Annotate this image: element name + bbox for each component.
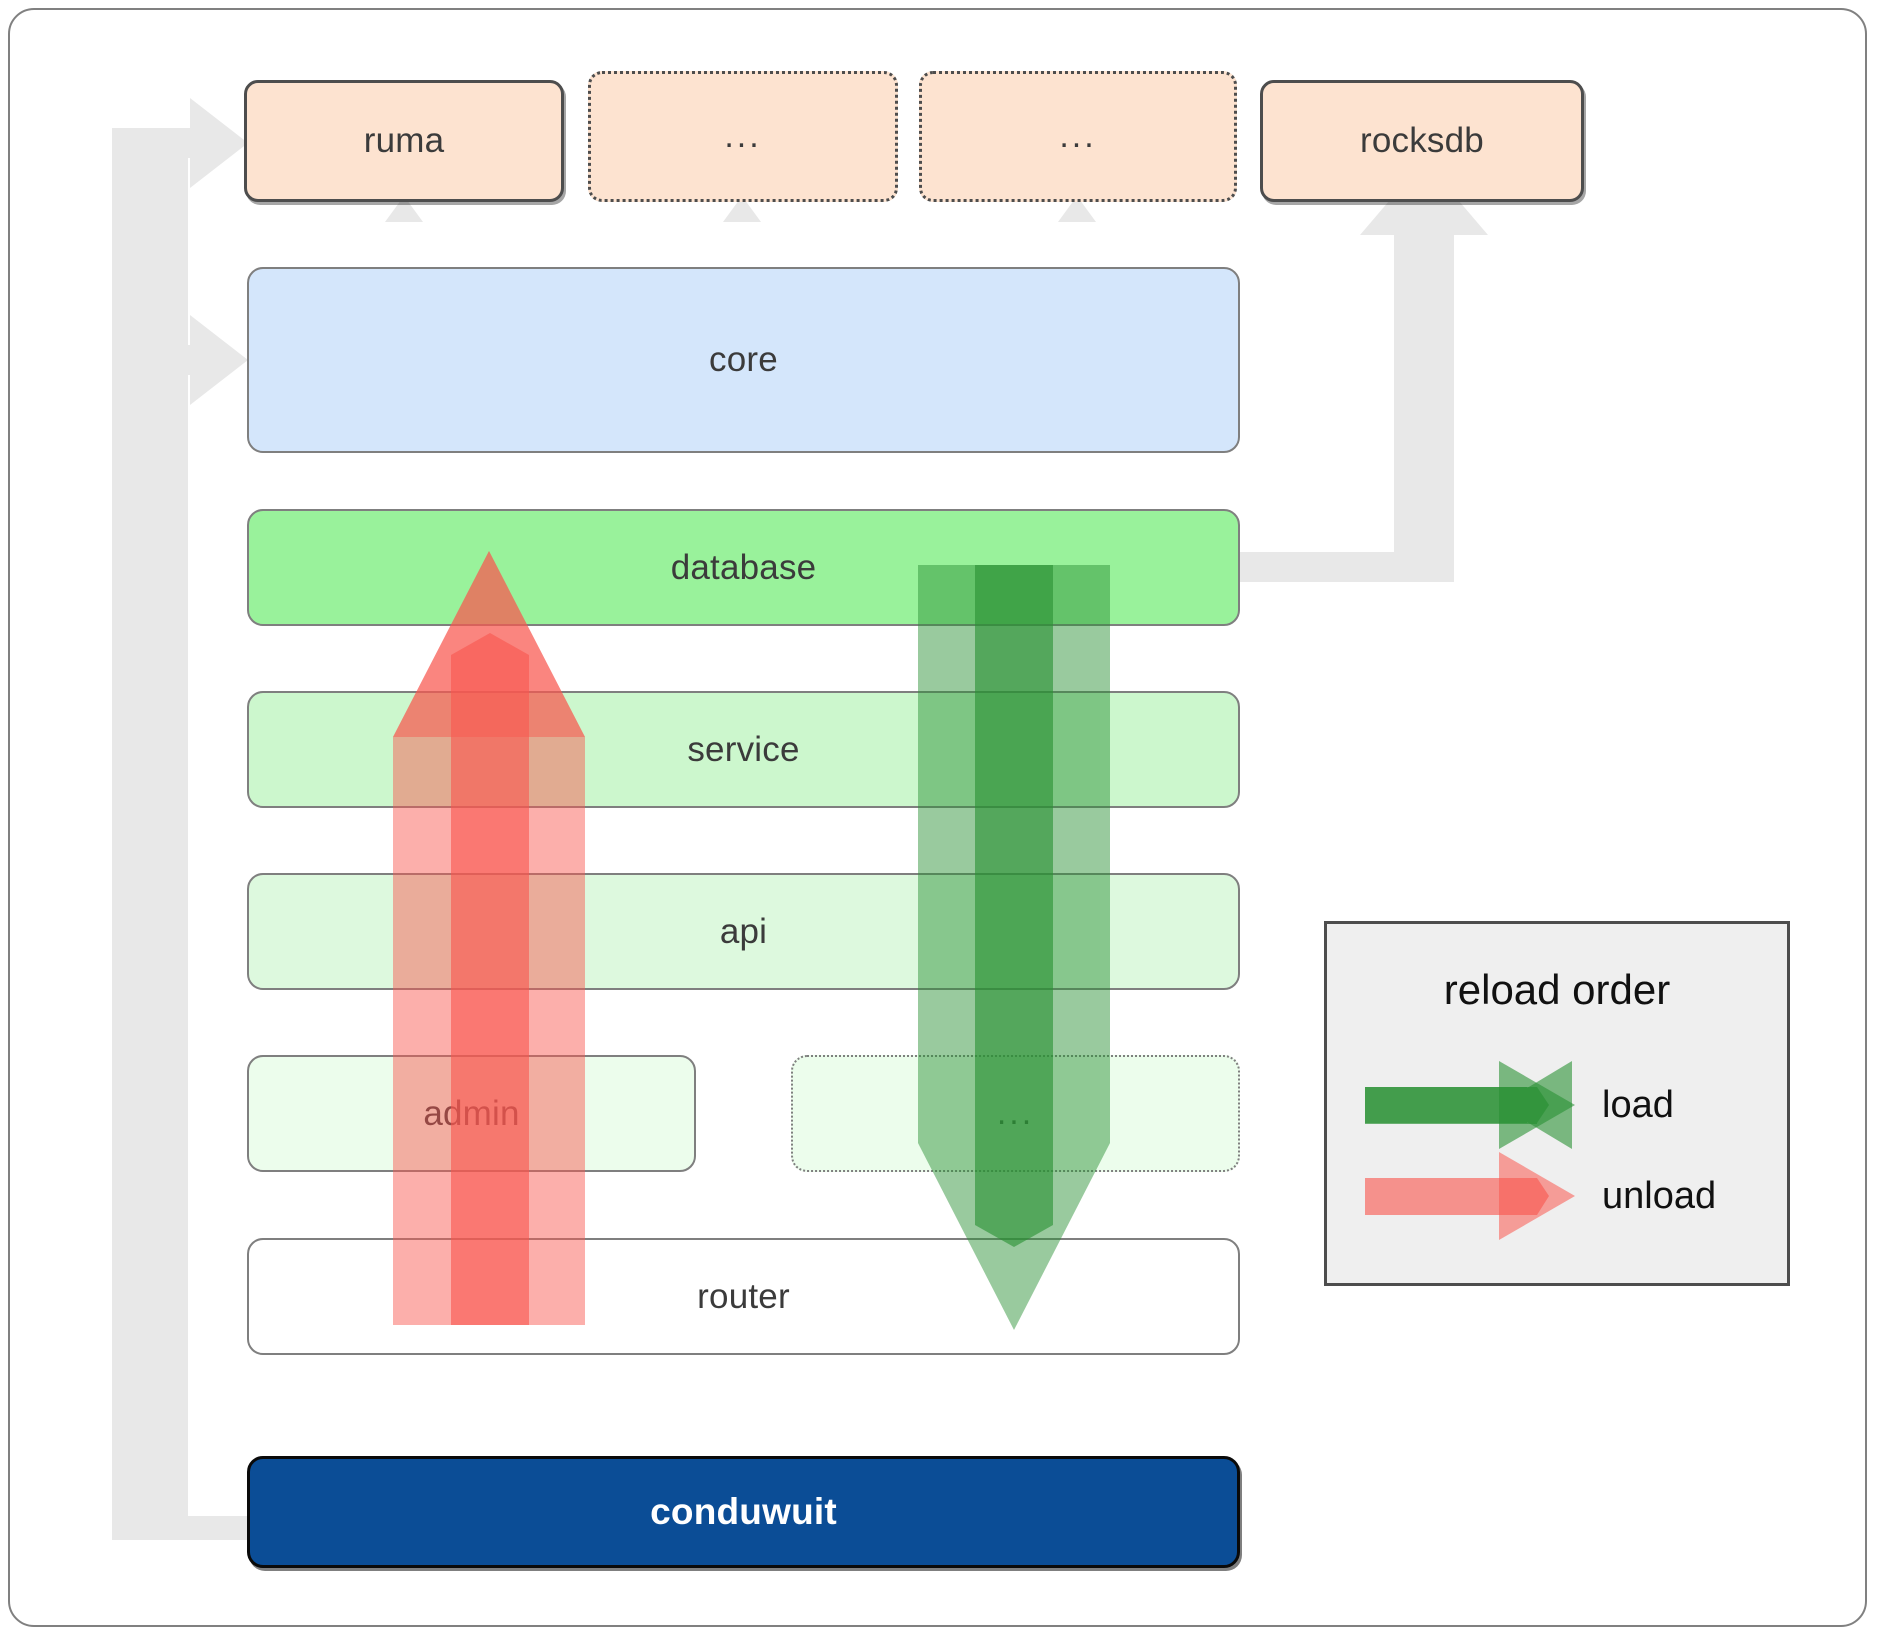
layer-box-database[interactable]: database [247,509,1240,626]
dependency-label-ruma: ruma [363,121,445,160]
dependency-label-ellipsis-2: ... [1059,117,1097,155]
layer-label-api: api [719,911,768,951]
legend-load-shaft [1365,1087,1537,1124]
layer-label-service: service [687,729,800,769]
layer-box-router[interactable]: router [247,1238,1240,1355]
layer-label-admin: admin [423,1093,520,1133]
layer-label-ellipsis: ... [996,1094,1035,1132]
legend-unload-shaft [1365,1178,1537,1215]
legend-load-notch [1537,1087,1549,1123]
dependency-box-ellipsis-2[interactable]: ... [919,71,1237,202]
layer-label-router: router [697,1276,790,1316]
core-label: core [709,340,778,379]
legend-arrow-load [1365,1061,1575,1149]
root-label-conduwuit: conduwuit [650,1491,837,1532]
dependency-box-ellipsis-1[interactable]: ... [588,71,898,202]
dependency-box-rocksdb[interactable]: rocksdb [1260,80,1584,202]
core-box[interactable]: core [247,267,1240,453]
layer-label-database: database [670,547,817,587]
legend-arrows [1365,1061,1575,1240]
root-box-conduwuit[interactable]: conduwuit [247,1456,1240,1568]
legend-arrow-unload [1365,1152,1575,1240]
layer-box-service[interactable]: service [247,691,1240,808]
layer-box-ellipsis[interactable]: ... [791,1055,1240,1172]
dependency-label-rocksdb: rocksdb [1360,121,1484,160]
legend-label-unload: unload [1602,1175,1717,1217]
legend-panel: reload order load unload [1324,921,1790,1286]
legend-label-load: load [1602,1084,1674,1126]
dependency-box-ruma[interactable]: ruma [244,80,564,202]
layer-box-admin[interactable]: admin [247,1055,696,1172]
layer-box-api[interactable]: api [247,873,1240,990]
legend-unload-notch [1537,1178,1549,1215]
dependency-label-ellipsis-1: ... [724,117,762,155]
legend-title: reload order [1443,966,1671,1013]
diagram-frame [8,8,1867,1627]
